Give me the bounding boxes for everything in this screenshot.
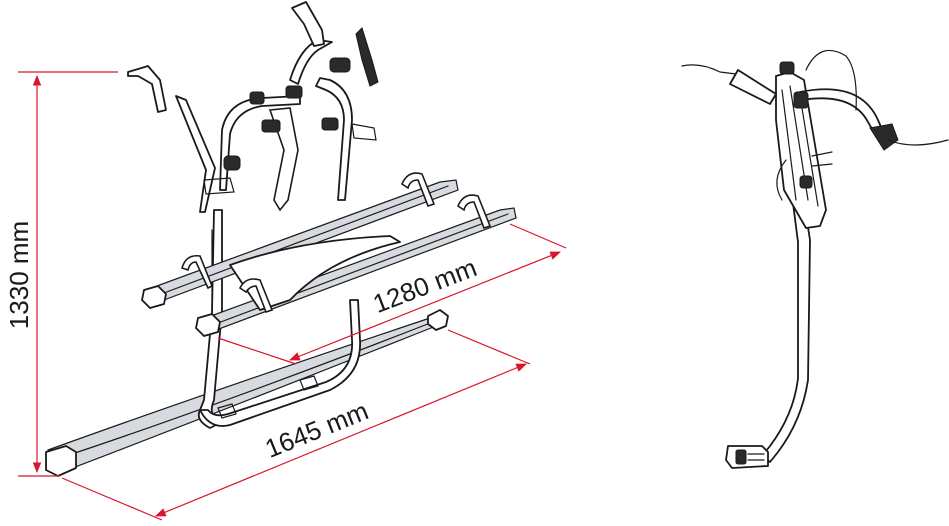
side-view xyxy=(681,49,949,469)
bottom-rail xyxy=(45,309,449,477)
wheel-straps xyxy=(181,172,492,314)
upper-clamps xyxy=(203,27,379,212)
front-perspective-view xyxy=(45,1,517,477)
right-post xyxy=(219,1,353,201)
height-dimension: 1330 mm xyxy=(4,71,118,477)
left-post xyxy=(127,65,223,429)
height-label: 1330 mm xyxy=(4,221,34,329)
